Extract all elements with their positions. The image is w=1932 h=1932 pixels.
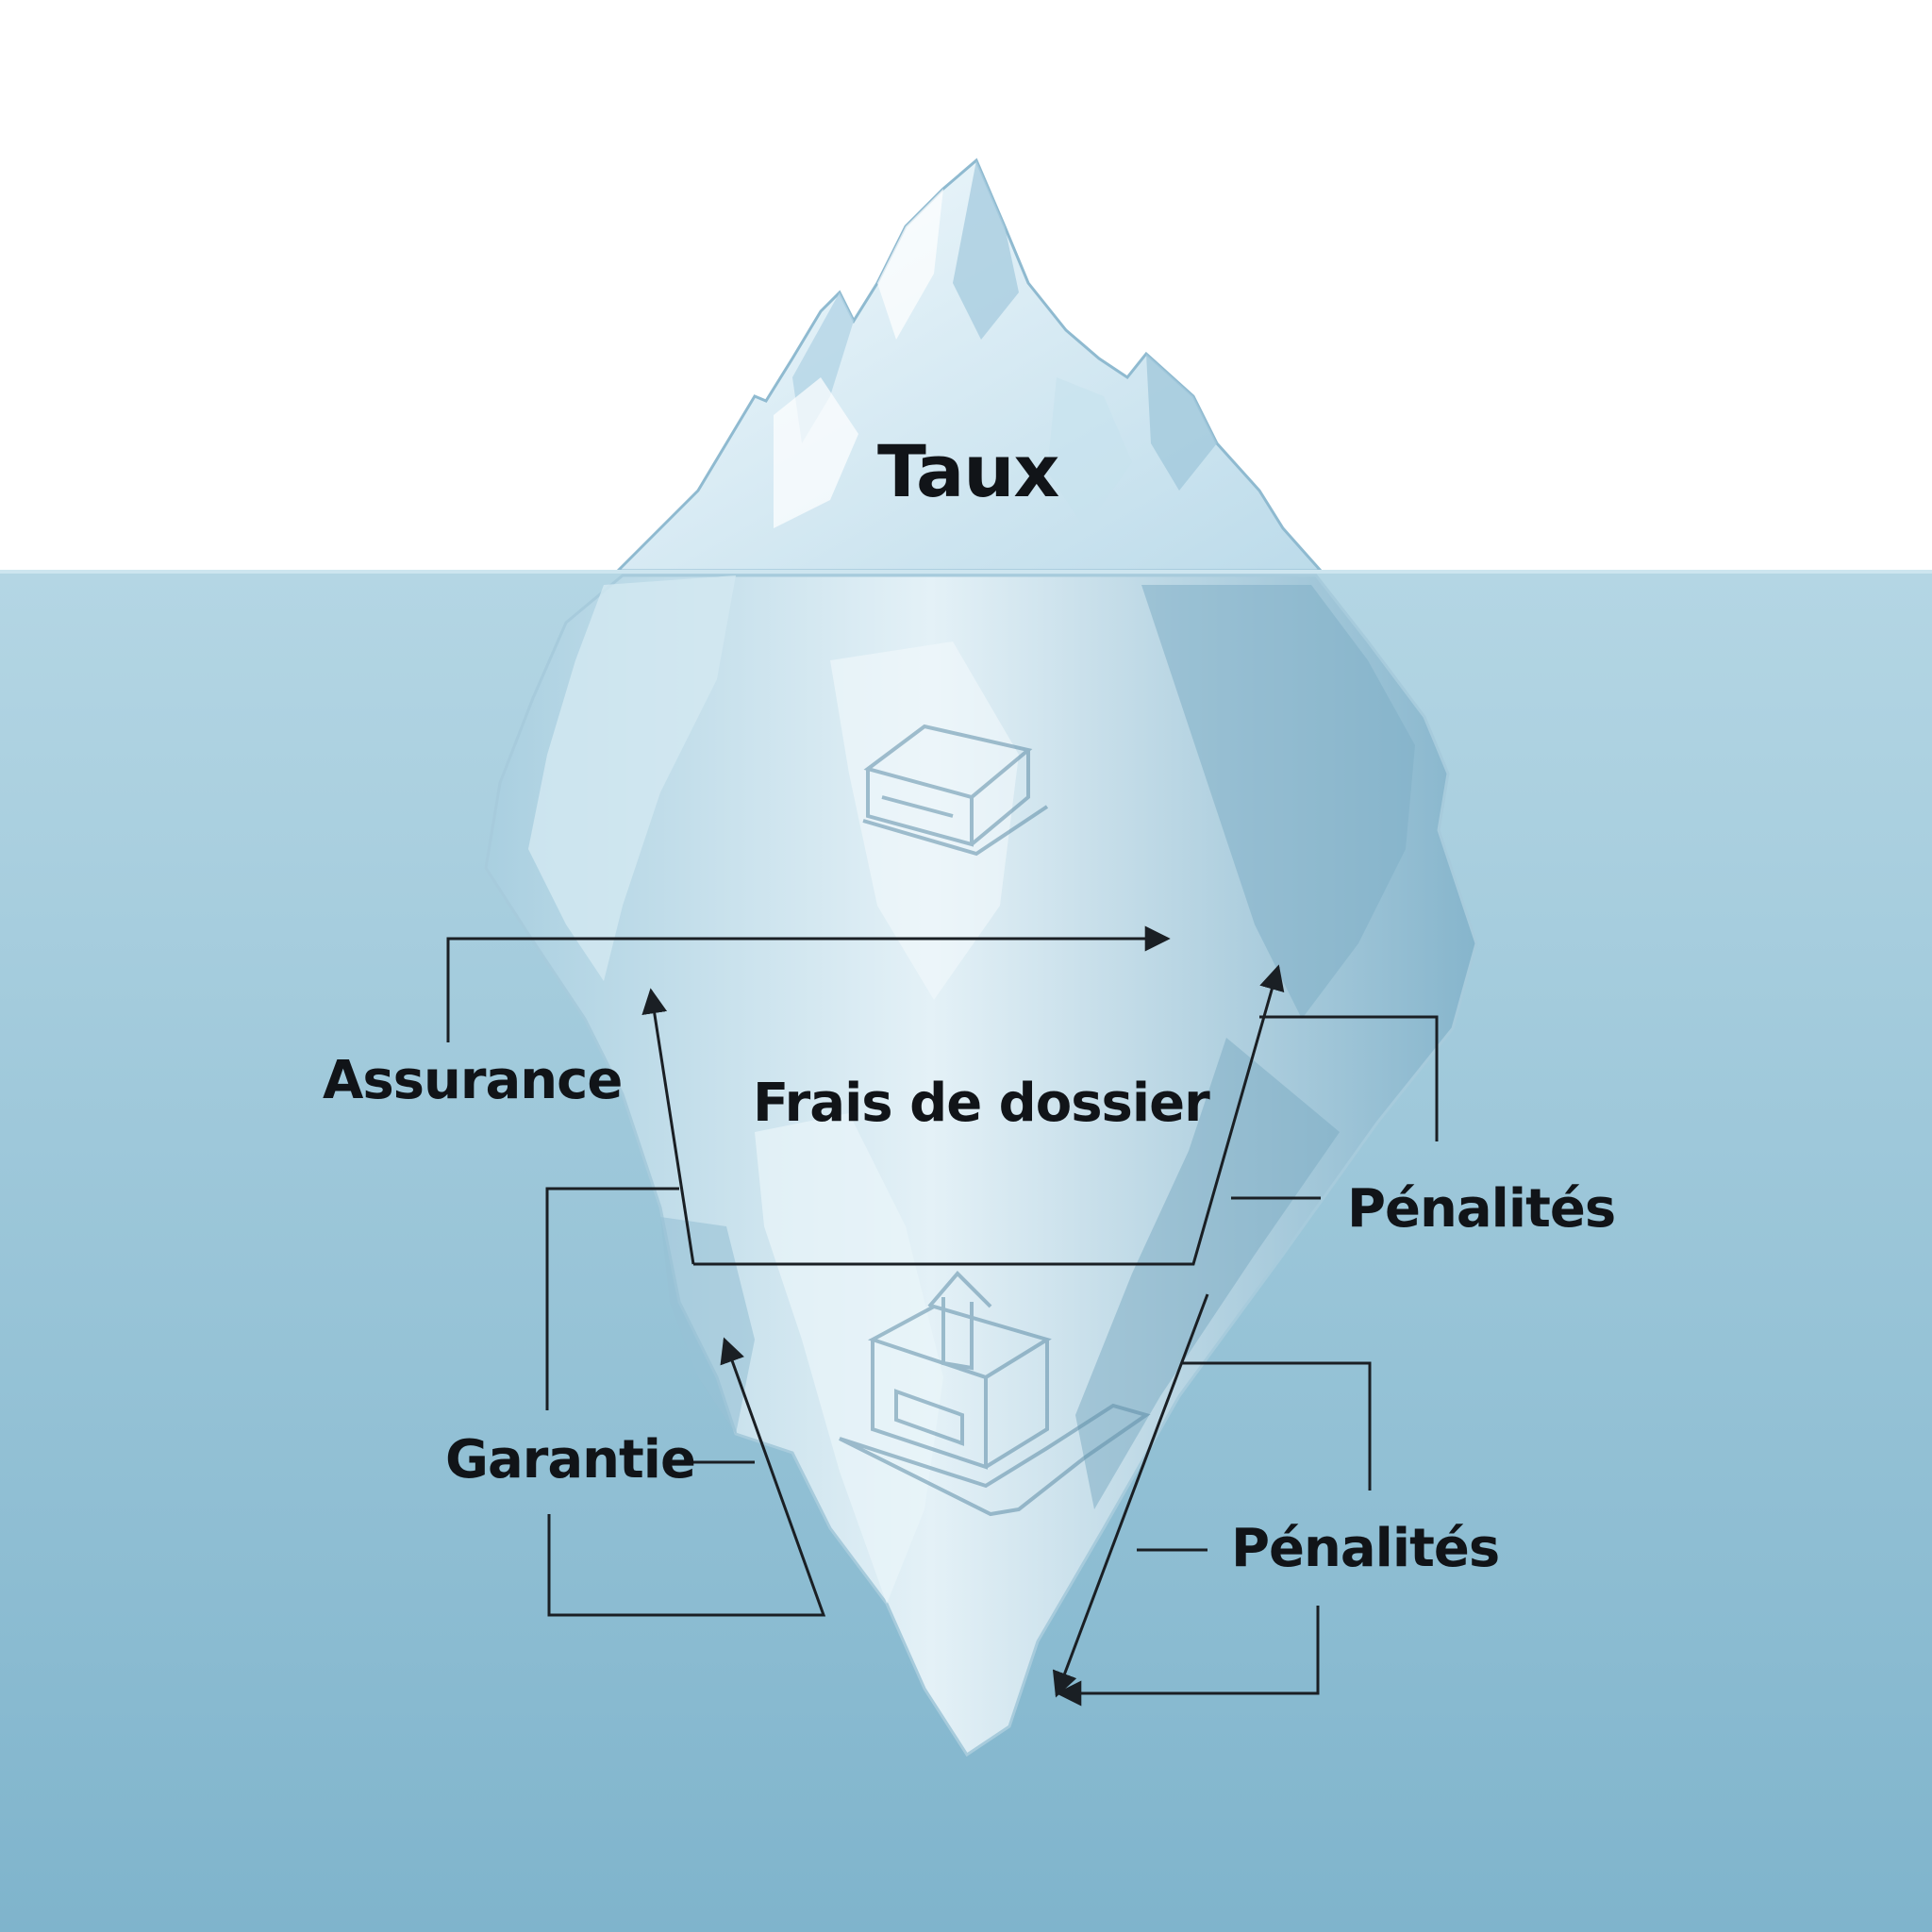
iceberg-submerged bbox=[484, 574, 1478, 1757]
leader-lines bbox=[446, 925, 1439, 1707]
label-frais-de-dossier: Frais de dossier bbox=[753, 1073, 1210, 1134]
leader-penalites-upper-box bbox=[1259, 1015, 1439, 1141]
leader-penalites-lower-arrow bbox=[1052, 1293, 1209, 1698]
leader-frais-left bbox=[641, 988, 695, 1265]
leader-garantie-top bbox=[545, 1187, 679, 1410]
leader-penalites-lower-bottom bbox=[1056, 1606, 1320, 1707]
house-icon bbox=[862, 724, 1049, 857]
iceberg-tip bbox=[614, 158, 1324, 573]
label-garantie: Garantie bbox=[445, 1429, 696, 1491]
leader-garantie-bottom bbox=[547, 1337, 826, 1617]
label-assurance: Assurance bbox=[323, 1050, 623, 1111]
label-taux: Taux bbox=[877, 429, 1059, 513]
house-contract-icon bbox=[839, 1271, 1151, 1517]
label-penalites-lower: Pénalités bbox=[1231, 1518, 1500, 1579]
label-penalites-upper: Pénalités bbox=[1347, 1178, 1616, 1240]
leader-assurance bbox=[446, 925, 1171, 1042]
leader-penalites-lower-box bbox=[1181, 1361, 1372, 1491]
leader-frais-bottom bbox=[693, 964, 1285, 1266]
